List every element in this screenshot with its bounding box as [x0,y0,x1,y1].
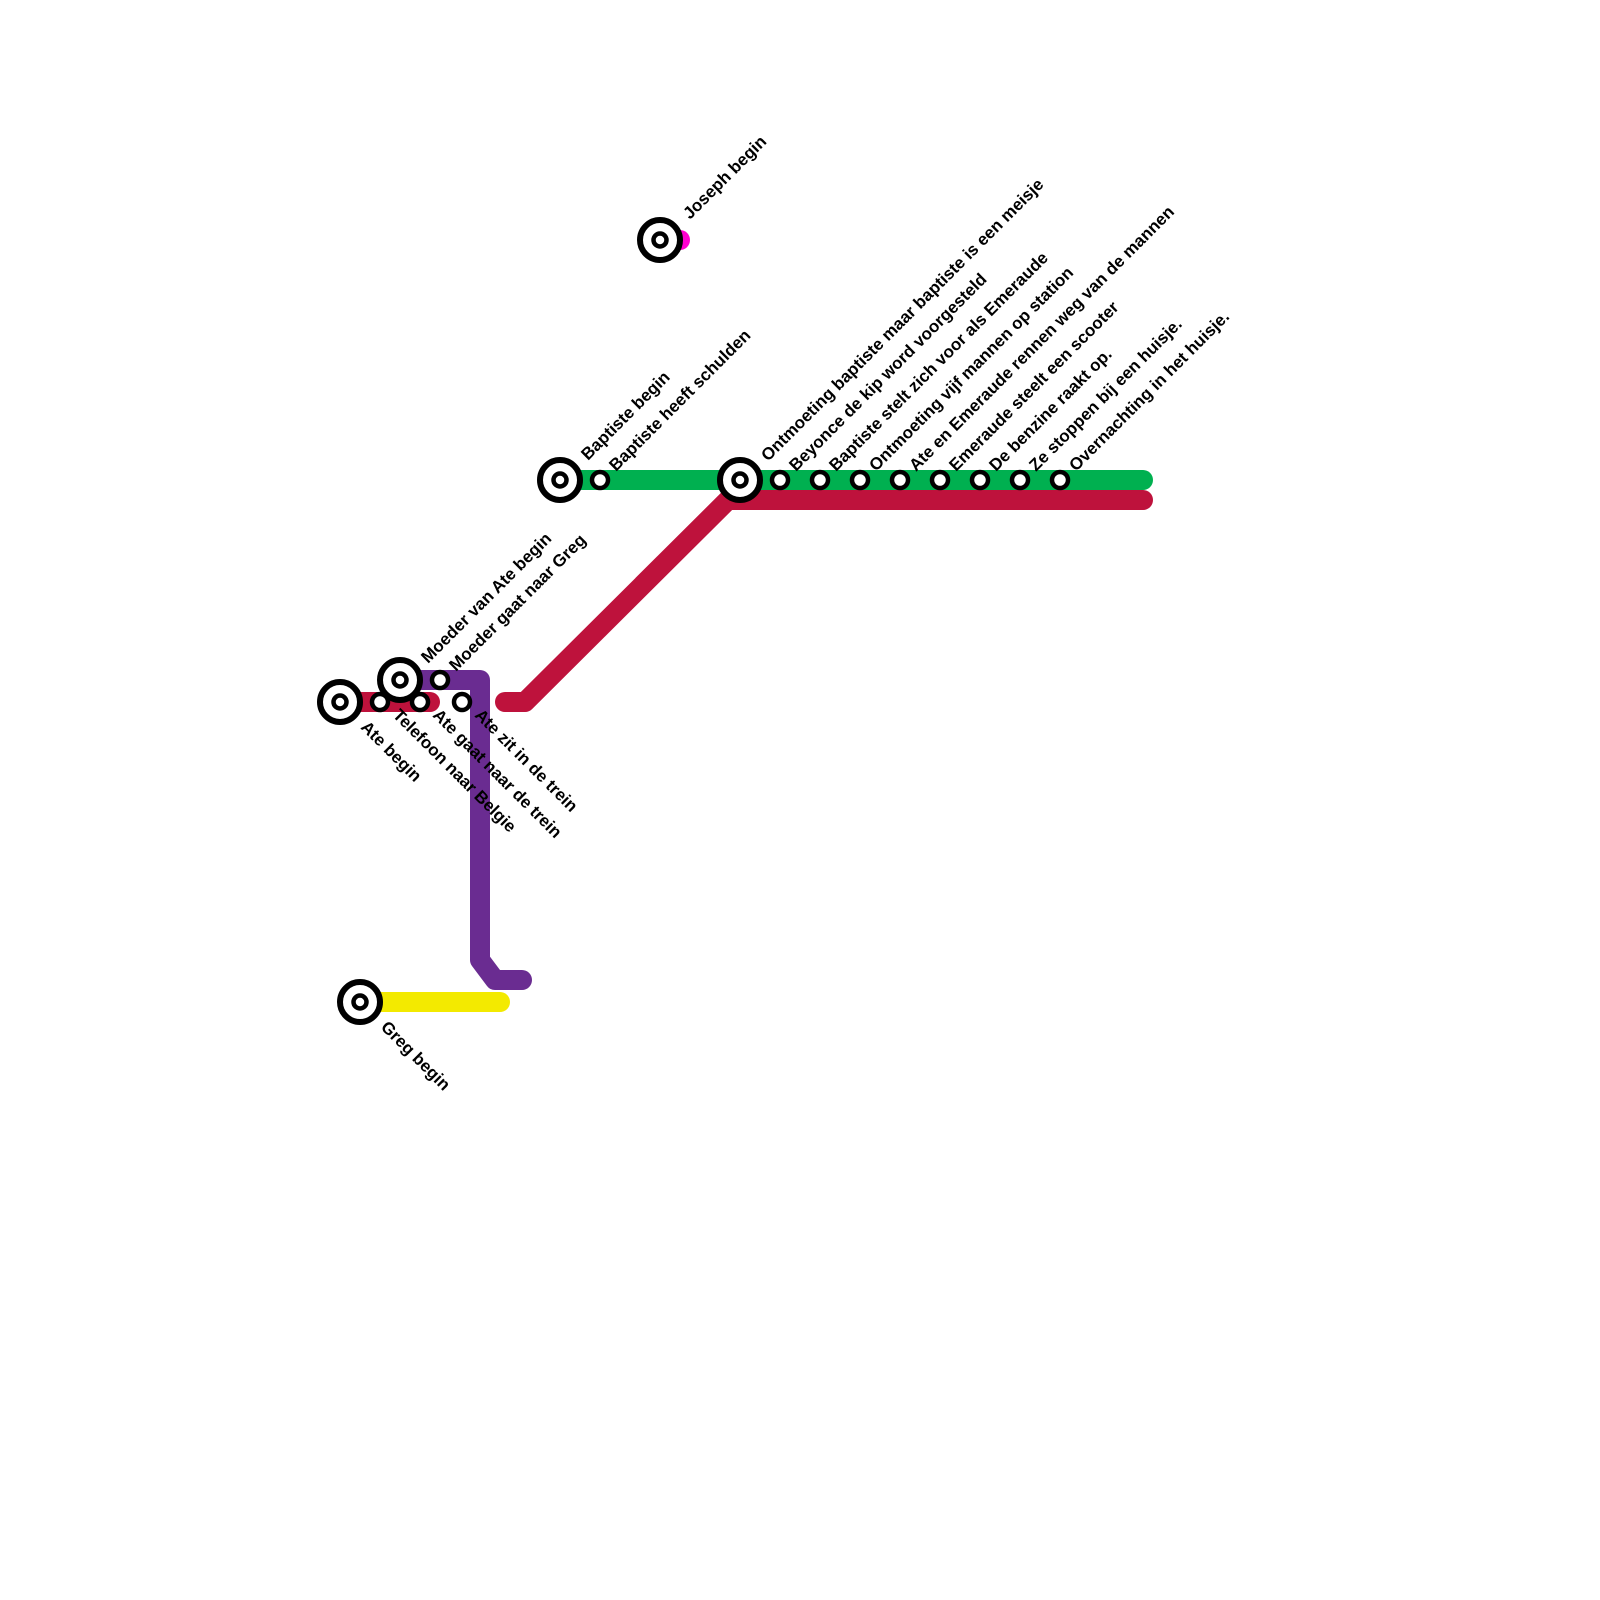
station-rennen-weg[interactable] [889,469,911,491]
station-baptiste-schulden[interactable] [589,469,611,491]
station-greg-begin[interactable] [337,979,383,1025]
station-baptiste-begin[interactable] [537,457,583,503]
station-labels-down: Ate begin Telefoon naar Belgie Ate gaat … [357,705,581,1094]
station-telefoon[interactable] [369,691,391,713]
station-moeder-begin[interactable] [377,657,423,703]
station-beyonce-kip[interactable] [769,469,791,491]
station-joseph-begin[interactable] [637,217,683,263]
station-ate-begin[interactable] [317,679,363,725]
label-joseph-begin: Joseph begin [679,132,770,223]
station-ate-zit[interactable] [451,691,473,713]
station-ate-gaat[interactable] [409,691,431,713]
label-rennen-weg: Ate en Emeraude rennen weg van de mannen [905,202,1178,475]
station-huisje-stop[interactable] [1009,469,1031,491]
label-greg-begin: Greg begin [377,1017,454,1094]
station-overnachting[interactable] [1049,469,1071,491]
station-baptiste-emeraude[interactable] [809,469,831,491]
station-labels: Joseph begin Baptiste begin Baptiste hee… [417,132,1233,675]
station-benzine[interactable] [969,469,991,491]
station-ontmoeting-vijf[interactable] [849,469,871,491]
station-scooter[interactable] [929,469,951,491]
station-ontmoeting-meisje[interactable] [717,457,763,503]
line-purple[interactable] [390,670,532,990]
station-moeder-greg[interactable] [429,669,451,691]
regular-stations [369,469,1071,713]
